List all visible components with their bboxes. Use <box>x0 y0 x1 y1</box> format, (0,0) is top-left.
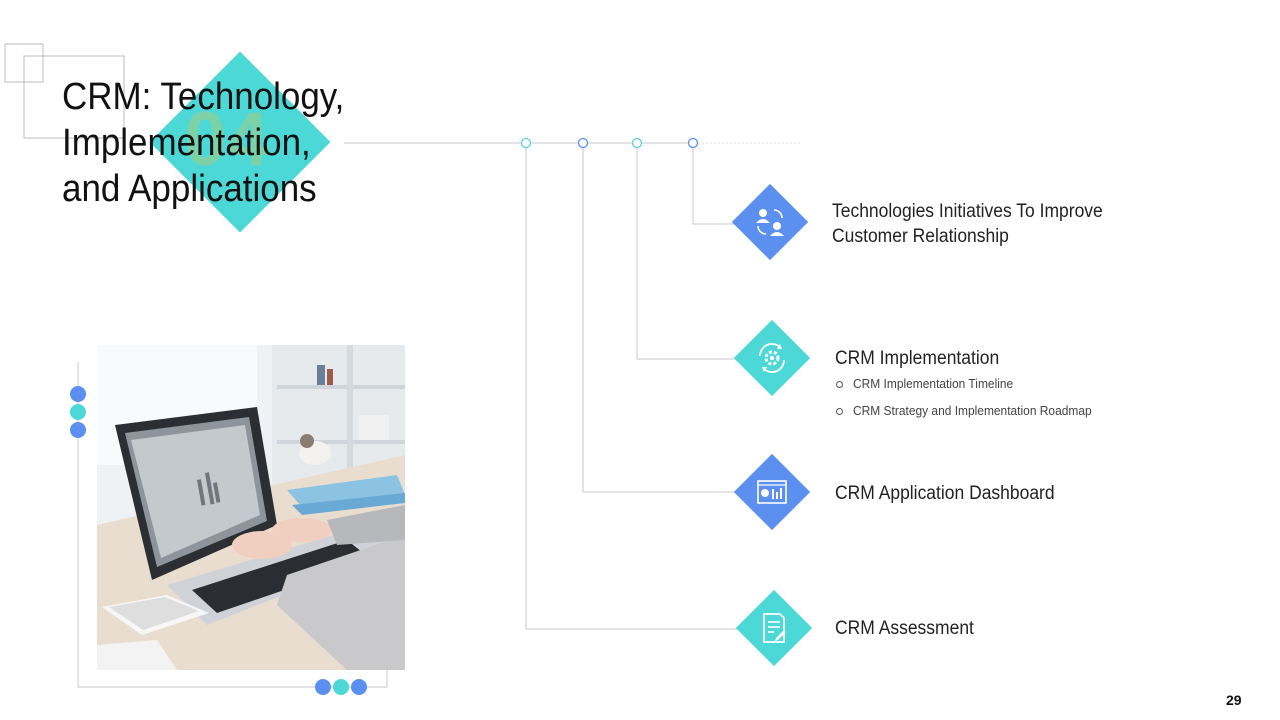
title-line-3: and Applications <box>62 168 317 210</box>
item-4-title: CRM Assessment <box>835 618 974 639</box>
decor-dot <box>70 386 86 402</box>
item-1-title: Technologies Initiatives To Improve Cust… <box>832 199 1103 249</box>
item-1-title-line-1: Technologies Initiatives To Improve <box>832 201 1103 222</box>
bullet-marker <box>836 408 843 415</box>
item-2-bullet-2: CRM Strategy and Implementation Roadmap <box>853 403 1092 418</box>
item-2-bullet-1: CRM Implementation Timeline <box>853 376 1014 391</box>
document-edit-icon <box>763 613 786 643</box>
decor-dot <box>333 679 349 695</box>
people-exchange-icon <box>756 209 784 236</box>
item-3-title: CRM Application Dashboard <box>835 483 1055 504</box>
dashboard-icon <box>757 480 787 504</box>
decor-dot <box>315 679 331 695</box>
section-number: 04 <box>184 97 269 182</box>
item-1-title-line-2: Customer Relationship <box>832 226 1009 247</box>
decor-dot <box>70 404 86 420</box>
slide-title: CRM: Technology, Implementation, and App… <box>62 74 393 212</box>
bullet-marker <box>836 381 843 388</box>
title-line-2: Implementation, <box>62 122 311 164</box>
decor-dot <box>70 422 86 438</box>
page-number: 29 <box>1226 692 1242 708</box>
decor-dot <box>351 679 367 695</box>
item-2-title: CRM Implementation <box>835 348 1000 369</box>
laptop-photo <box>97 345 405 670</box>
title-line-1: CRM: Technology, <box>62 76 345 118</box>
gear-cycle-icon <box>759 343 785 373</box>
